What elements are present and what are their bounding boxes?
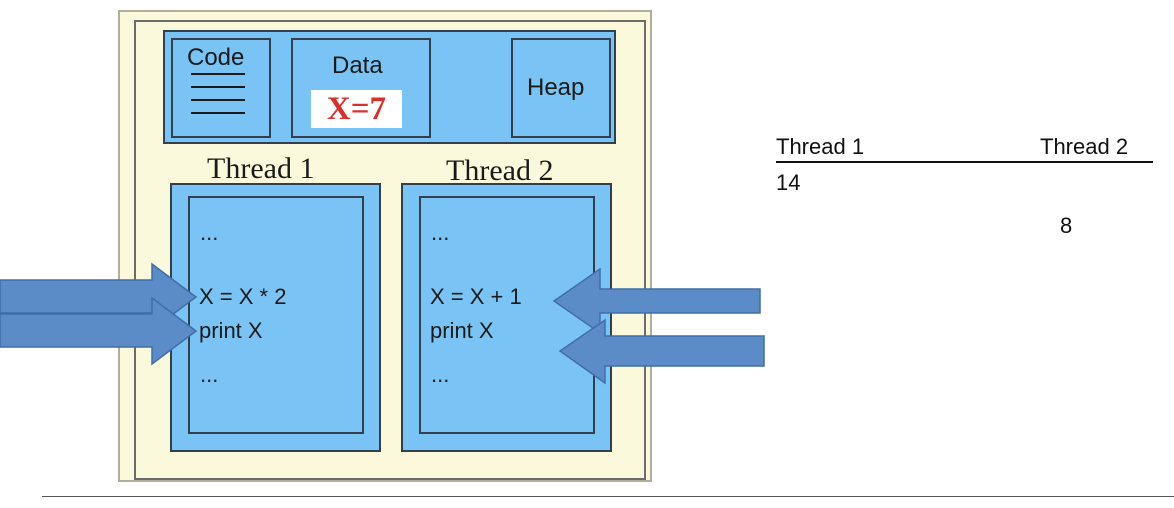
thread-1-line-assign: X = X * 2 <box>199 284 287 309</box>
table-header-thread-1: Thread 1 <box>776 134 865 159</box>
thread-2-line-assign: X = X + 1 <box>430 284 522 309</box>
thread-1-ellipsis-bottom: ... <box>200 362 219 387</box>
code-line-icon <box>191 73 245 75</box>
heap-segment <box>511 38 611 138</box>
shared-variable-value: X=7 <box>326 91 387 127</box>
heap-segment-label: Heap <box>527 74 585 101</box>
thread-2-output: 8 <box>1060 213 1073 238</box>
thread-1-code-panel <box>188 196 364 434</box>
code-segment <box>171 38 271 138</box>
code-line-icon <box>191 99 245 101</box>
shared-variable-box <box>311 90 402 128</box>
table-header-underline <box>776 161 1153 163</box>
data-segment-label: Data <box>332 52 383 79</box>
process-frame <box>134 20 646 480</box>
right-arrow-icon <box>0 262 198 332</box>
thread-2-ellipsis-bottom: ... <box>431 362 450 387</box>
code-segment-label: Code <box>187 44 245 71</box>
thread-1-ellipsis-top: ... <box>200 220 219 245</box>
thread-1-output: 14 <box>776 170 801 195</box>
code-line-icon <box>191 86 245 88</box>
table-header-thread-2: Thread 2 <box>1040 134 1129 159</box>
thread-2-title: Thread 2 <box>446 154 554 187</box>
code-line-icon <box>191 112 245 114</box>
thread-2-ellipsis-top: ... <box>431 220 450 245</box>
right-arrow-icon <box>0 296 198 366</box>
thread-2-line-print: print X <box>430 318 494 343</box>
thread-1-line-print: print X <box>199 318 263 343</box>
thread-1-title: Thread 1 <box>207 152 315 185</box>
left-arrow-icon <box>552 267 761 335</box>
thread-1-stack <box>170 183 381 452</box>
slide-divider <box>42 496 1174 497</box>
left-arrow-icon <box>558 318 765 385</box>
